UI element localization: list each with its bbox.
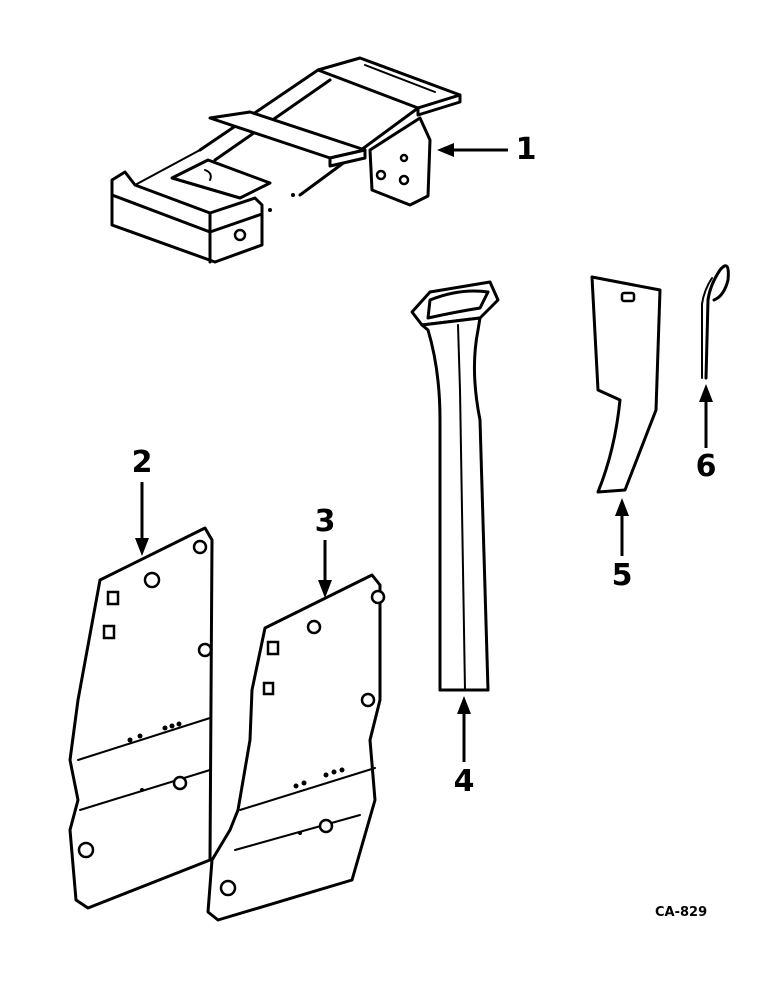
callout-6-arrow bbox=[699, 384, 713, 448]
callout-3-arrow bbox=[318, 540, 332, 598]
part-3-plate bbox=[206, 573, 386, 922]
part-6-hair-pin bbox=[701, 264, 730, 380]
figure-reference-code: CA-829 bbox=[655, 905, 708, 920]
callout-2-arrow bbox=[135, 482, 149, 556]
callout-number-4: 4 bbox=[453, 764, 475, 799]
part-5-shield bbox=[590, 275, 662, 494]
part-4-seed-tube bbox=[410, 280, 500, 692]
callout-number-5: 5 bbox=[611, 558, 633, 593]
callout-number-6: 6 bbox=[695, 449, 717, 484]
callout-4-arrow bbox=[457, 696, 471, 762]
callout-number-2: 2 bbox=[131, 445, 153, 480]
callout-1-arrow bbox=[437, 143, 508, 157]
callout-number-1: 1 bbox=[515, 132, 537, 167]
part-2-plate bbox=[68, 526, 214, 910]
callout-number-3: 3 bbox=[314, 504, 336, 539]
callout-5-arrow bbox=[615, 498, 629, 556]
part-1-frame-assembly bbox=[110, 56, 462, 264]
